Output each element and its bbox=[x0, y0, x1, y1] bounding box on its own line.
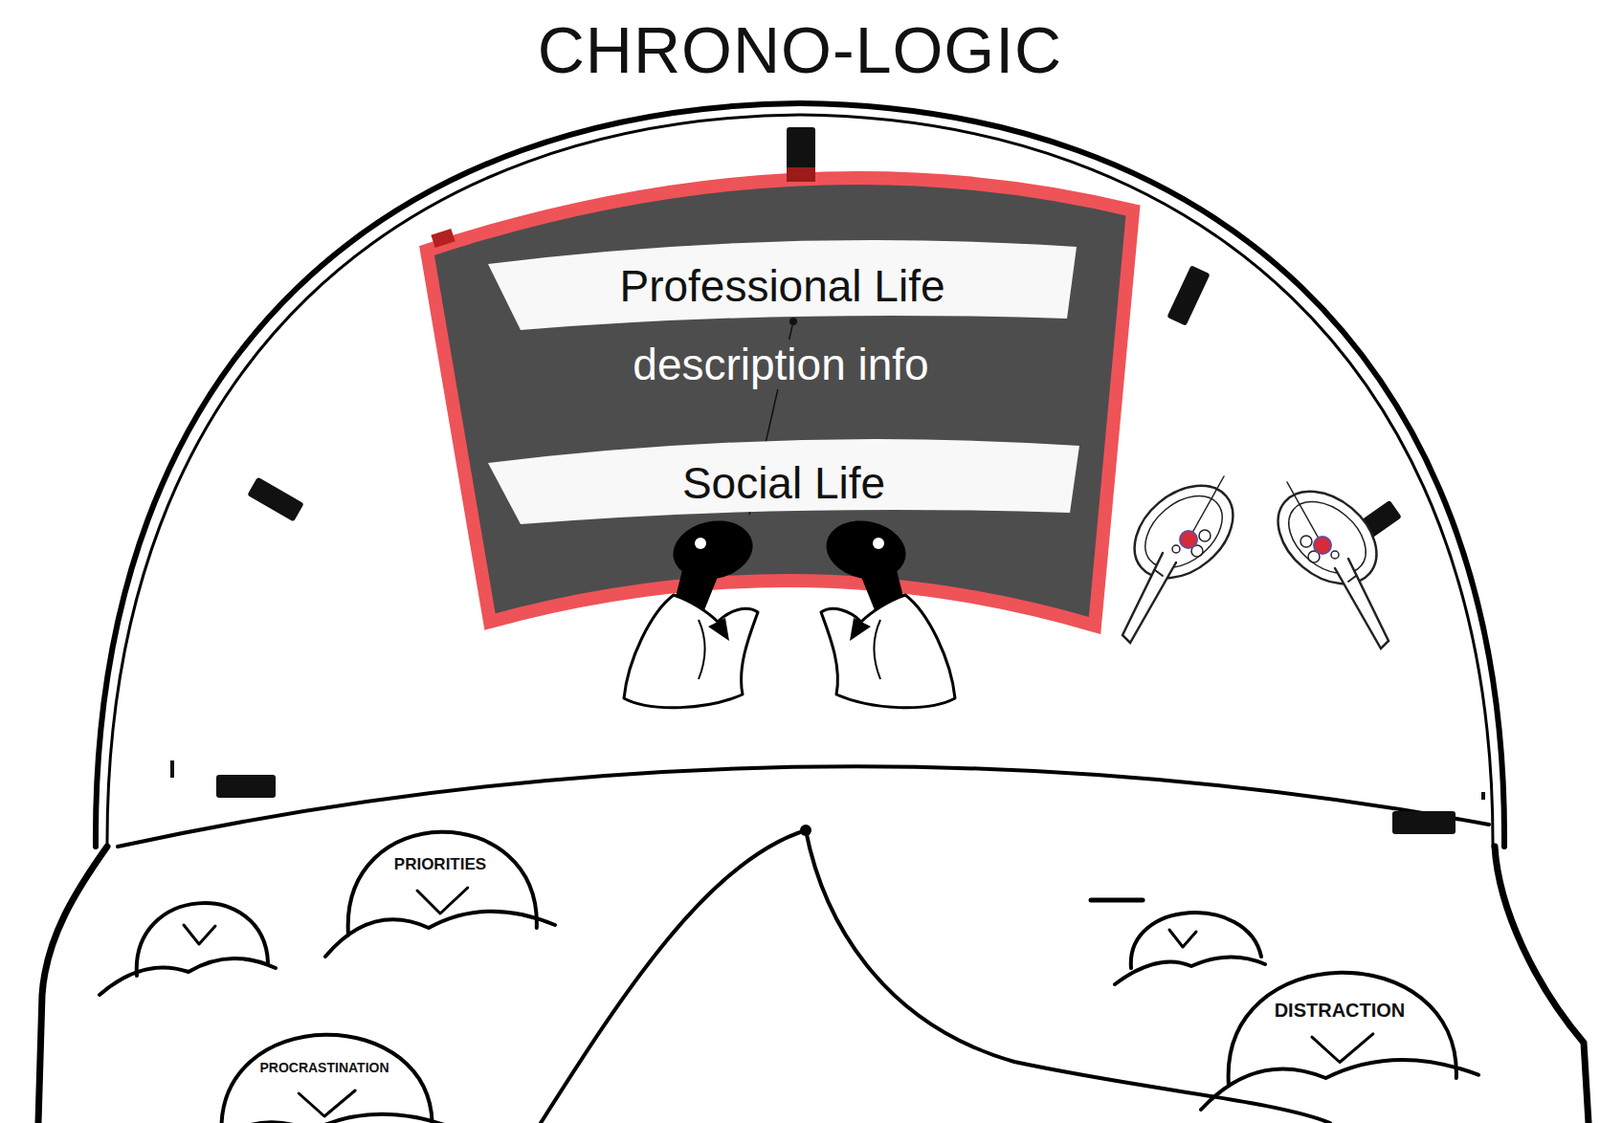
controller-trigger bbox=[849, 618, 871, 642]
menu-band: Professional Life bbox=[488, 241, 1077, 333]
tick-marks bbox=[170, 127, 1486, 835]
left-side-line bbox=[38, 846, 108, 1123]
tick-mark bbox=[1481, 792, 1486, 800]
text-slot: PRIORITIES bbox=[325, 856, 556, 875]
band-shape bbox=[488, 439, 1080, 525]
helmet-outline bbox=[38, 103, 1589, 1123]
tick-mark bbox=[1166, 265, 1210, 327]
check-mark bbox=[298, 1090, 356, 1117]
tick-mark bbox=[430, 228, 455, 248]
dome-label: PRIORITIES bbox=[394, 855, 487, 874]
title-slot: CHRONO-LOGIC bbox=[0, 17, 1600, 83]
pointer-dot bbox=[789, 317, 798, 326]
panel-shape bbox=[426, 177, 1134, 626]
dome-outer-line bbox=[95, 103, 1505, 847]
hand-shape bbox=[623, 595, 758, 709]
controller-spot bbox=[872, 537, 885, 550]
menu-band: Social Life bbox=[488, 440, 1080, 527]
vr-controller bbox=[1260, 472, 1395, 649]
text-slot: PROCRASTINATION bbox=[196, 1059, 453, 1077]
hand-shape bbox=[821, 595, 956, 709]
dome-base bbox=[325, 911, 556, 957]
visor-line bbox=[117, 766, 1489, 847]
finger-line bbox=[873, 620, 881, 680]
controller-spot bbox=[694, 537, 707, 550]
dome-base bbox=[1200, 1060, 1479, 1111]
band-shape bbox=[488, 240, 1077, 331]
dome-outline bbox=[325, 813, 556, 957]
dome-label: DISTRACTION bbox=[1274, 1000, 1406, 1022]
diagram-title: CHRONO-LOGIC bbox=[537, 13, 1063, 87]
vr-controller bbox=[1116, 466, 1251, 644]
text-slot: Professional Life bbox=[488, 241, 1077, 333]
tick-mark bbox=[786, 167, 816, 182]
description-text: description info bbox=[624, 339, 936, 390]
dome-cap bbox=[221, 1035, 432, 1123]
band-label: Social Life bbox=[682, 459, 886, 509]
check-mark bbox=[417, 888, 468, 914]
hand-with-controller bbox=[623, 513, 758, 709]
hand-with-controller bbox=[821, 513, 956, 709]
nose-dot bbox=[800, 824, 812, 837]
tick-mark bbox=[246, 476, 304, 522]
mushroom-dome: PRIORITIES bbox=[325, 813, 556, 957]
nose-outline bbox=[540, 830, 1331, 1123]
dome-inner-line bbox=[107, 114, 1493, 847]
controller-trigger bbox=[708, 618, 730, 642]
small-dome bbox=[1090, 900, 1266, 985]
finger-line bbox=[698, 620, 706, 680]
tick-mark bbox=[216, 775, 276, 799]
text-slot: Social Life bbox=[488, 440, 1080, 527]
band-label: Professional Life bbox=[619, 262, 945, 312]
text-slot: description info bbox=[421, 339, 1141, 391]
tick-mark bbox=[1392, 811, 1456, 835]
dome-label: PROCRASTINATION bbox=[259, 1060, 389, 1076]
screen-panel: description info Professional LifeSocial … bbox=[421, 162, 1141, 718]
mushroom-dome: PROCRASTINATION bbox=[196, 1016, 453, 1123]
tick-mark bbox=[170, 760, 175, 778]
dome-outline bbox=[1200, 952, 1479, 1111]
small-dome bbox=[99, 903, 276, 996]
mushroom-dome: DISTRACTION bbox=[1200, 952, 1479, 1111]
check-mark bbox=[1311, 1034, 1374, 1064]
right-side-line bbox=[1494, 846, 1589, 1123]
text-slot: DISTRACTION bbox=[1200, 1000, 1479, 1022]
